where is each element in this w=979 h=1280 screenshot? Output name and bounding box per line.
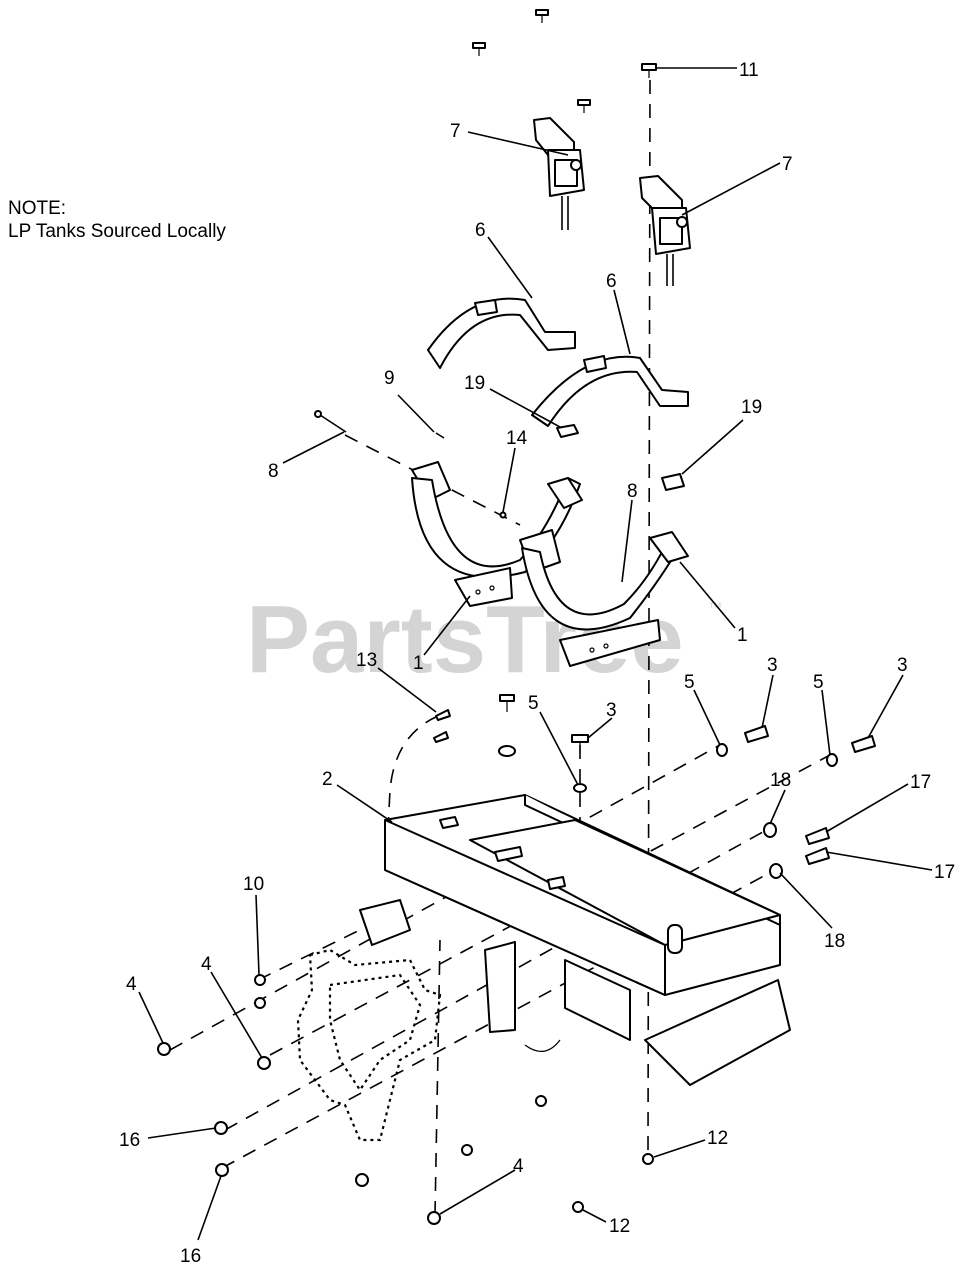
callout-6-right: 6 [606, 271, 617, 292]
axis-vertical-right [647, 79, 651, 1151]
bolt-3b [851, 735, 876, 753]
nut-4b [257, 1056, 271, 1070]
nut-4c [427, 1211, 441, 1225]
callout-4-mid: 4 [201, 954, 212, 975]
latch-left [533, 117, 585, 230]
cotter-pin-9 [435, 432, 445, 439]
tank-strap-left [427, 297, 576, 369]
callout-1-right: 1 [737, 625, 748, 646]
callout-3-right: 3 [897, 655, 908, 676]
tank-strap-right [531, 355, 689, 427]
axis-nut-10 [257, 924, 371, 981]
clip-14 [499, 511, 507, 519]
callout-6-left: 6 [475, 220, 486, 241]
callout-2: 2 [322, 769, 333, 790]
callout-11: 11 [739, 60, 759, 81]
callout-5-center: 5 [528, 693, 539, 714]
saddle-bracket-left [411, 461, 583, 607]
callout-14: 14 [506, 428, 528, 449]
carriage-bolt-11 [641, 63, 657, 78]
callout-10: 10 [243, 874, 264, 895]
leader-lines [138, 67, 933, 1241]
callout-16-upper: 16 [119, 1130, 140, 1151]
callout-5-mid: 5 [684, 672, 695, 693]
callout-17-upper: 17 [910, 772, 931, 793]
axis-bolt-13 [387, 715, 439, 831]
bolt-3a [744, 725, 769, 743]
carriage-bolt-mid [499, 694, 515, 712]
callout-7-right: 7 [782, 154, 793, 175]
callout-9: 9 [384, 368, 395, 389]
callout-1-left: 1 [413, 653, 424, 674]
note-text: NOTE: LP Tanks Sourced Locally [8, 197, 226, 243]
callout-12-lower: 12 [609, 1216, 630, 1237]
frame-outline-dotted [296, 948, 442, 1142]
callout-4-lower: 4 [513, 1156, 524, 1177]
nut-4a [157, 1042, 171, 1056]
note-heading: NOTE: [8, 198, 67, 219]
nut-16b [215, 1163, 229, 1177]
callout-17-lower: 17 [934, 862, 955, 883]
spacer-19-left [556, 424, 579, 438]
watermark-trademark: ™ [708, 599, 722, 615]
nut-12b [572, 1201, 584, 1213]
callout-18-lower: 18 [824, 931, 845, 952]
callout-12-upper: 12 [707, 1128, 728, 1149]
carriage-bolt-3-center [571, 734, 589, 752]
callout-3-center: 3 [606, 700, 617, 721]
nut-mid-2 [461, 1144, 473, 1156]
callout-13: 13 [356, 650, 377, 671]
note-body: LP Tanks Sourced Locally [8, 221, 226, 242]
callout-4-left: 4 [126, 974, 137, 995]
nut-12a [642, 1153, 654, 1165]
nut-16a [214, 1121, 228, 1135]
callout-8-right: 8 [627, 481, 638, 502]
carriage-bolt-loose-1 [535, 9, 549, 23]
bolt-13b [433, 731, 449, 743]
bolt-17b [805, 847, 830, 865]
frame-arc [524, 1039, 561, 1052]
spacer-19-right [661, 473, 685, 491]
saddle-bracket-right [519, 529, 689, 667]
frame-outline-dotted-inner [328, 973, 422, 1092]
mounting-tray [359, 794, 791, 1086]
washer-5a [716, 743, 728, 757]
callout-3-mid: 3 [767, 655, 778, 676]
washer-18b [769, 863, 783, 879]
callout-19-right: 19 [741, 397, 762, 418]
washer-5-center [573, 783, 587, 793]
washer-mid [498, 745, 516, 757]
nut-10 [254, 974, 266, 986]
bolt-13a [435, 709, 451, 721]
callout-8-left: 8 [268, 461, 279, 482]
callout-18-upper: 18 [770, 770, 791, 791]
washer-5b [826, 753, 838, 767]
nut-mid-3 [355, 1173, 369, 1187]
bolt-17a [805, 827, 830, 845]
callout-16-lower: 16 [180, 1246, 201, 1267]
callout-5-right: 5 [813, 672, 824, 693]
callout-7-left: 7 [450, 121, 461, 142]
carriage-bolt-loose-3 [577, 99, 591, 113]
clevis-pin-8 [314, 410, 347, 433]
washer-18a [763, 822, 777, 838]
axis-vertical-left [434, 939, 441, 1216]
carriage-bolt-loose-2 [472, 42, 486, 56]
nut-4-upper [254, 997, 266, 1009]
nut-mid-1 [535, 1095, 547, 1107]
callout-19-left: 19 [464, 373, 485, 394]
latch-right [639, 175, 691, 286]
